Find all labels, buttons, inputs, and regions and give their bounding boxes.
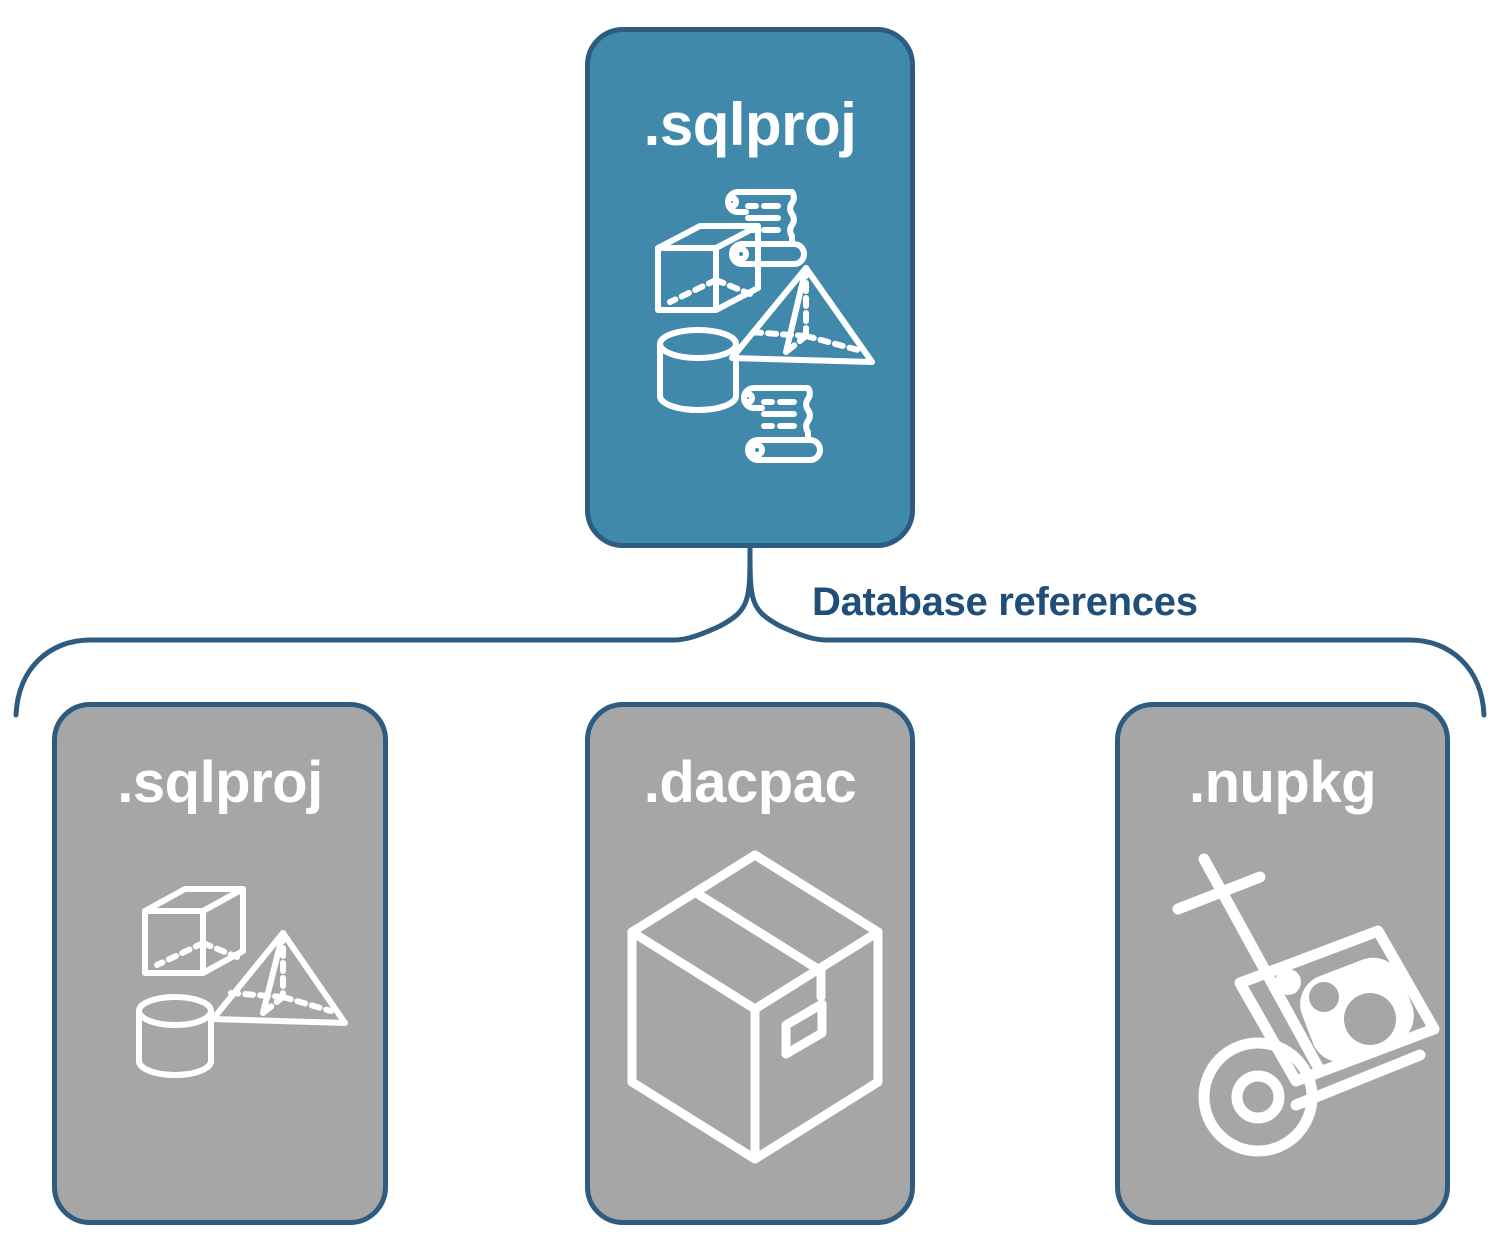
root-shapes-svg	[655, 189, 875, 463]
reference-shapes-svg	[136, 886, 348, 1078]
scroll-script-icon-top	[725, 189, 807, 267]
pyramid-wireframe-icon	[210, 930, 348, 1026]
card-nupkg-title: .nupkg	[1188, 750, 1377, 815]
cube-wireframe-icon	[655, 223, 761, 313]
card-sqlproj-ref-title: .sqlproj	[117, 750, 323, 815]
card-root-sqlproj[interactable]: .sqlproj	[585, 27, 915, 548]
hand-truck-svg	[1172, 853, 1440, 1157]
card-dacpac-title: .dacpac	[643, 750, 857, 815]
card-root-title: .sqlproj	[643, 91, 857, 158]
card-root-icon-group	[590, 172, 910, 472]
card-dacpac-icon-group	[590, 837, 910, 1197]
package-box-svg	[627, 850, 883, 1164]
card-reference-dacpac[interactable]: .dacpac	[585, 702, 915, 1225]
package-box-icon	[627, 850, 883, 1164]
card-sqlproj-ref-icon-group	[57, 837, 383, 1197]
card-reference-nupkg[interactable]: .nupkg	[1115, 702, 1450, 1225]
cylinder-wireframe-icon	[657, 327, 739, 413]
scroll-script-icon-bottom	[741, 385, 823, 463]
cylinder-wireframe-icon	[136, 994, 214, 1078]
cube-wireframe-icon	[142, 886, 246, 976]
hand-truck-package-icon	[1172, 853, 1440, 1157]
database-references-brace	[13, 545, 1487, 718]
pyramid-wireframe-icon	[729, 265, 875, 365]
database-references-label: Database references	[812, 580, 1198, 624]
card-nupkg-icon-group	[1120, 837, 1445, 1197]
card-reference-sqlproj[interactable]: .sqlproj	[52, 702, 388, 1225]
